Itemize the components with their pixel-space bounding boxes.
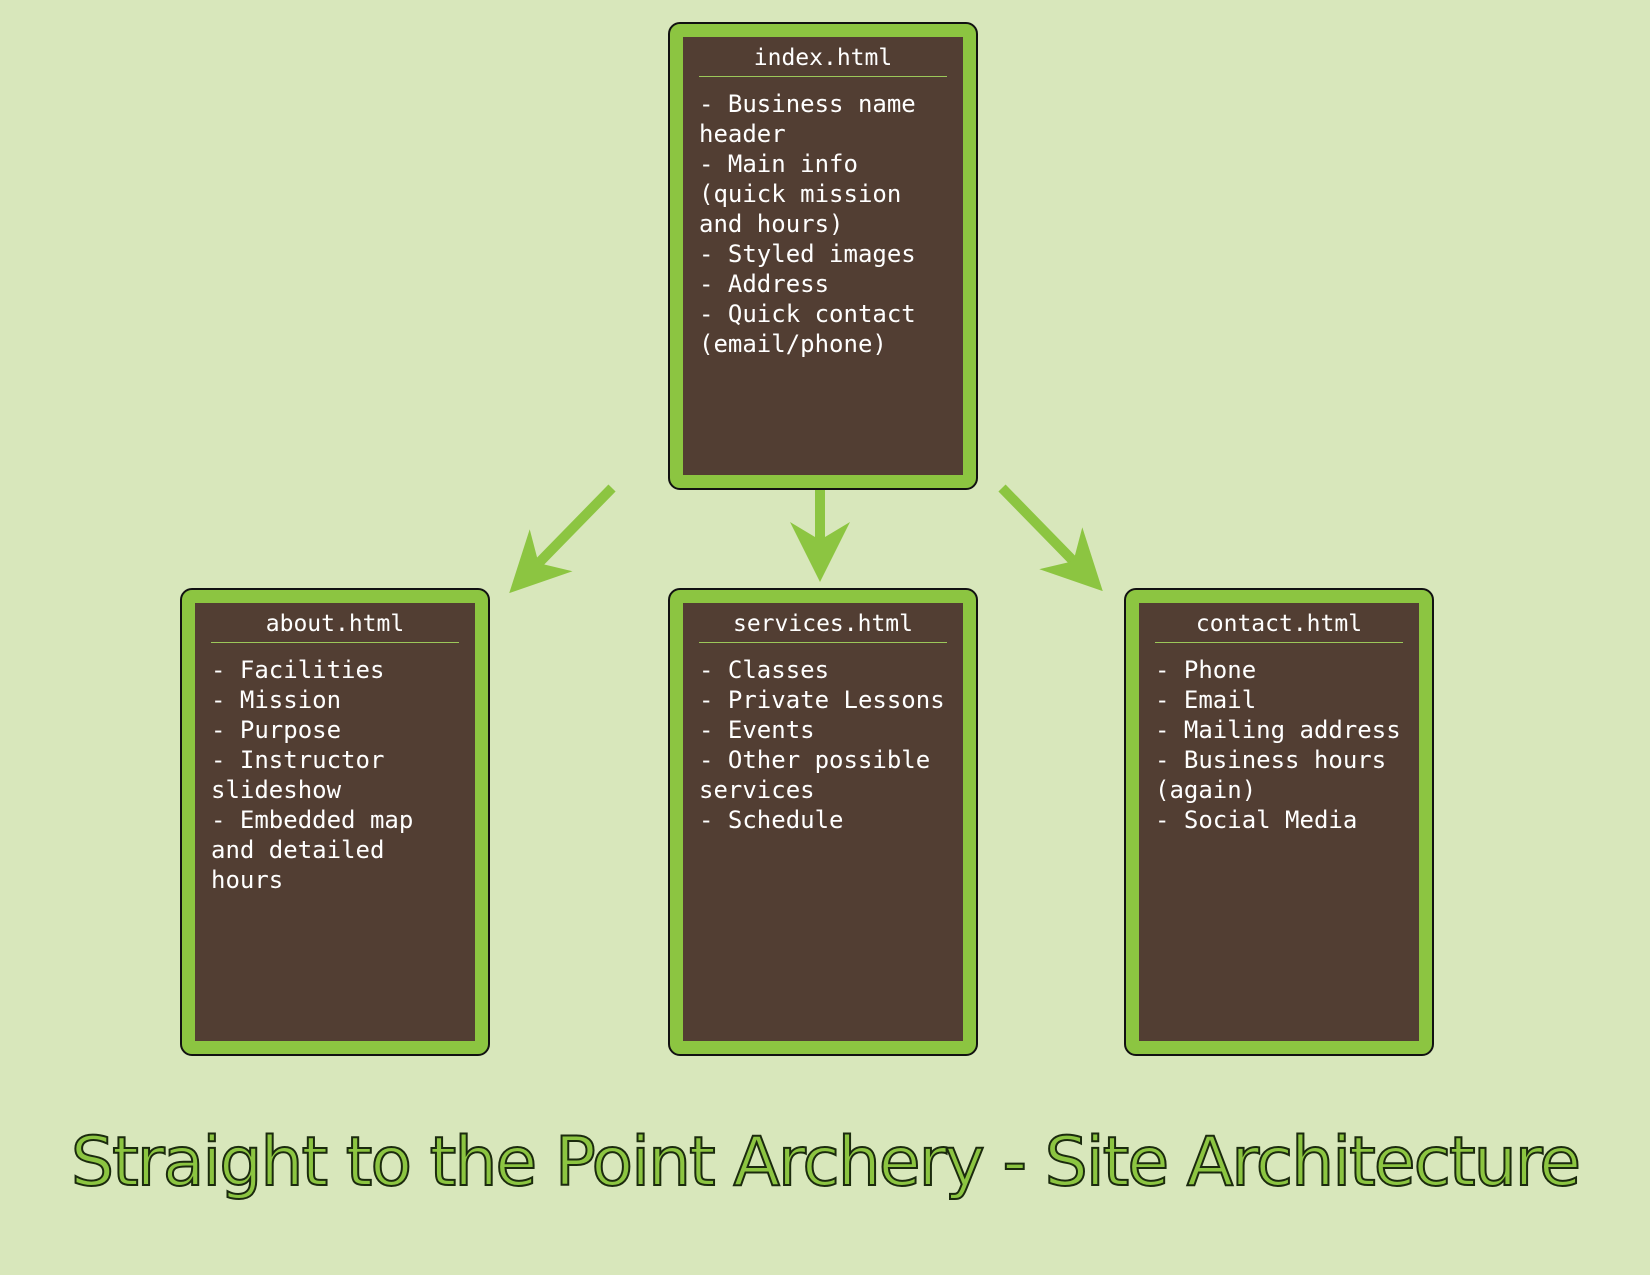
services-item: - Events bbox=[699, 716, 815, 744]
index-page-title: index.html bbox=[699, 37, 947, 77]
about-page-card: about.html - Facilities - Mission - Purp… bbox=[180, 588, 490, 1056]
contact-item: - Business hours (again) bbox=[1155, 746, 1401, 804]
contact-item: - Phone bbox=[1155, 656, 1257, 684]
services-item: - Other possible services bbox=[699, 746, 945, 804]
index-item: - Address bbox=[699, 270, 830, 298]
contact-page-items: - Phone - Email - Mailing address - Busi… bbox=[1155, 655, 1403, 835]
contact-item: - Social Media bbox=[1155, 806, 1358, 834]
about-item: - Embedded map and detailed hours bbox=[211, 806, 428, 894]
arrow-to-about bbox=[509, 484, 616, 594]
about-item: - Instructor slideshow bbox=[211, 746, 399, 804]
about-item: - Purpose bbox=[211, 716, 342, 744]
index-page-card: index.html - Business name header - Main… bbox=[668, 22, 978, 490]
about-item: - Facilities bbox=[211, 656, 385, 684]
diagram-title: Straight to the Point Archery - Site Arc… bbox=[70, 1122, 1582, 1203]
services-page-items: - Classes - Private Lessons - Events - O… bbox=[699, 655, 947, 835]
arrow-to-contact bbox=[998, 484, 1103, 592]
index-item: - Quick contact (email/phone) bbox=[699, 300, 931, 358]
about-page-items: - Facilities - Mission - Purpose - Instr… bbox=[211, 655, 459, 895]
contact-item: - Mailing address bbox=[1155, 716, 1401, 744]
services-item: - Private Lessons bbox=[699, 686, 945, 714]
about-item: - Mission bbox=[211, 686, 342, 714]
services-item: - Classes bbox=[699, 656, 830, 684]
services-page-card: services.html - Classes - Private Lesson… bbox=[668, 588, 978, 1056]
services-page-title: services.html bbox=[699, 603, 947, 643]
about-page-title: about.html bbox=[211, 603, 459, 643]
index-page-items: - Business name header - Main info (quic… bbox=[699, 89, 947, 359]
index-item: - Main info (quick mission and hours) bbox=[699, 150, 916, 238]
services-item: - Schedule bbox=[699, 806, 844, 834]
contact-page-panel: contact.html - Phone - Email - Mailing a… bbox=[1139, 603, 1419, 1041]
contact-page-card: contact.html - Phone - Email - Mailing a… bbox=[1124, 588, 1434, 1056]
services-page-panel: services.html - Classes - Private Lesson… bbox=[683, 603, 963, 1041]
about-page-panel: about.html - Facilities - Mission - Purp… bbox=[195, 603, 475, 1041]
contact-item: - Email bbox=[1155, 686, 1257, 714]
contact-page-title: contact.html bbox=[1155, 603, 1403, 643]
index-item: - Styled images bbox=[699, 240, 916, 268]
index-item: - Business name header bbox=[699, 90, 931, 148]
index-page-panel: index.html - Business name header - Main… bbox=[683, 37, 963, 475]
